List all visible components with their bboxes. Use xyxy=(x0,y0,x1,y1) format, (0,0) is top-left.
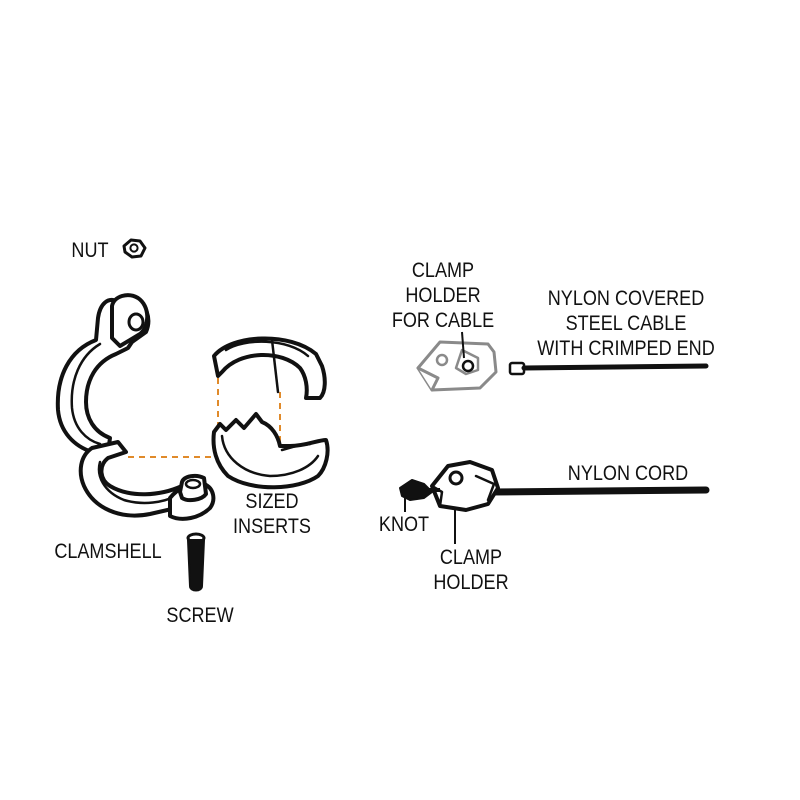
clamp-holder-label-line-2: HOLDER xyxy=(433,571,508,595)
hex-nut-icon xyxy=(122,238,147,259)
clamshell-label: CLAMSHELL xyxy=(54,540,161,564)
knot-icon xyxy=(399,479,440,501)
clamp-holder-label-line-1: CLAMP xyxy=(440,546,502,570)
clamp-holder-for-cable-label-line-1: CLAMP xyxy=(412,259,474,283)
sized-inserts-label-line-2: INSERTS xyxy=(233,515,311,539)
steel-cable-icon xyxy=(508,361,709,376)
clamp-holder-icon xyxy=(430,460,500,512)
knot-label: KNOT xyxy=(379,513,429,537)
leader-lines xyxy=(404,498,456,544)
nylon-covered-cable-label-line-2: STEEL CABLE xyxy=(566,312,687,336)
clamp-holder-for-cable-icon xyxy=(416,331,498,392)
sized-inserts-icon xyxy=(211,336,330,490)
clamp-holder-for-cable-label-line-2: HOLDER xyxy=(405,284,480,308)
nut-label: NUT xyxy=(71,239,108,263)
nylon-cord-label: NYLON CORD xyxy=(568,462,688,486)
screw-label: SCREW xyxy=(166,604,234,628)
clamshell-icon xyxy=(55,293,216,521)
screw-icon xyxy=(186,532,206,592)
alignment-guides xyxy=(128,378,281,458)
nylon-covered-cable-label-line-1: NYLON COVERED xyxy=(548,287,705,311)
nylon-cord-icon xyxy=(486,486,710,496)
sized-inserts-label-line-1: SIZED xyxy=(245,490,298,514)
clamp-holder-for-cable-label-line-3: FOR CABLE xyxy=(392,309,494,333)
nylon-covered-cable-label-line-3: WITH CRIMPED END xyxy=(537,337,715,361)
